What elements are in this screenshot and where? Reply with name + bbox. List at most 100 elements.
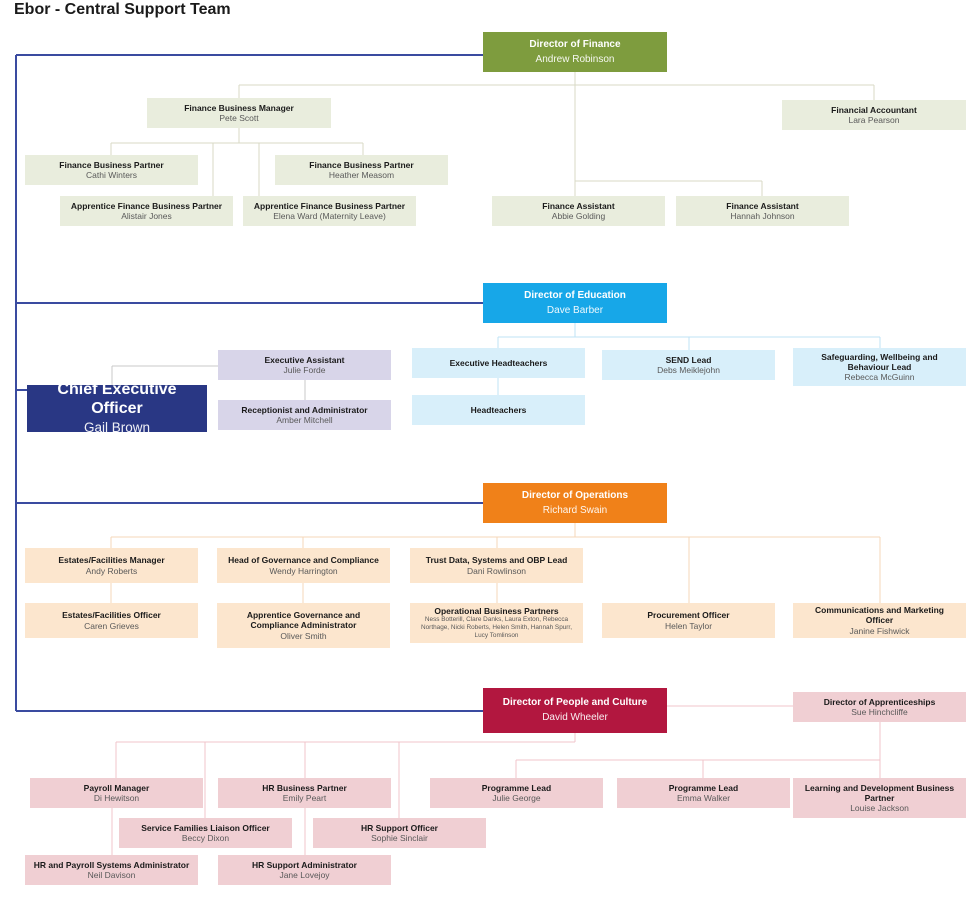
hr-support-administrator-role-label: HR Support Administrator bbox=[252, 859, 357, 870]
procurement-officer-person-name: Helen Taylor bbox=[664, 620, 713, 631]
service-families-liaison-role-label: Service Families Liaison Officer bbox=[141, 822, 270, 833]
director-people-culture-person-name: David Wheeler bbox=[542, 712, 608, 723]
hr-business-partner-person-name: Emily Peart bbox=[282, 793, 327, 803]
executive-headteachers-box: Executive Headteachers bbox=[412, 348, 585, 378]
finance-business-partner-1-role-label: Finance Business Partner bbox=[59, 159, 164, 170]
executive-assistant-role-label: Executive Assistant bbox=[264, 354, 345, 365]
payroll-manager-person-name: Di Hewitson bbox=[93, 793, 140, 803]
programme-lead-1-role-label: Programme Lead bbox=[481, 782, 552, 793]
hr-support-administrator-person-name: Jane Lovejoy bbox=[279, 870, 330, 880]
director-people-culture-role-label: Director of People and Culture bbox=[502, 697, 648, 709]
financial-accountant-person-name: Lara Pearson bbox=[848, 115, 900, 125]
payroll-manager-role-label: Payroll Manager bbox=[83, 782, 150, 793]
hr-payroll-systems-admin-role-label: HR and Payroll Systems Administrator bbox=[33, 859, 190, 870]
head-governance-compliance-person-name: Wendy Harrington bbox=[269, 565, 338, 576]
learning-development-bp-role-label: Learning and Development Business Partne… bbox=[804, 782, 955, 803]
page-title: Ebor - Central Support Team bbox=[14, 1, 231, 18]
communications-marketing-officer-person-name: Janine Fishwick bbox=[849, 625, 910, 636]
programme-lead-2-role-label: Programme Lead bbox=[668, 782, 739, 793]
hr-support-officer-person-name: Sophie Sinclair bbox=[371, 833, 428, 843]
apprentice-fbp-2-role-label: Apprentice Finance Business Partner bbox=[253, 200, 406, 211]
executive-assistant-person-name: Julie Forde bbox=[283, 365, 326, 375]
safeguarding-lead-role-label: Safeguarding, Wellbeing and Behaviour Le… bbox=[821, 351, 938, 372]
director-operations-role-label: Director of Operations bbox=[521, 489, 629, 501]
finance-assistant-2-person-name: Hannah Johnson bbox=[730, 211, 795, 221]
finance-business-partner-1-person-name: Cathi Winters bbox=[85, 170, 137, 180]
hr-business-partner-role-label: HR Business Partner bbox=[262, 782, 347, 793]
estates-facilities-manager-person-name: Andy Roberts bbox=[85, 565, 138, 576]
estates-facilities-manager-role-label: Estates/Facilities Manager bbox=[58, 555, 165, 566]
hr-support-officer-role-label: HR Support Officer bbox=[361, 822, 438, 833]
headteachers-box: Headteachers bbox=[412, 395, 585, 425]
apprentice-fbp-1-role-label: Apprentice Finance Business Partner bbox=[70, 200, 223, 211]
finance-assistant-2-role-label: Finance Assistant bbox=[726, 200, 799, 211]
receptionist-administrator-person-name: Amber Mitchell bbox=[276, 415, 333, 425]
programme-lead-2-person-name: Emma Walker bbox=[676, 793, 731, 803]
communications-marketing-officer-role-label: Communications and Marketing Officer bbox=[815, 605, 944, 626]
operational-business-partners-person-name: Ness Botterill, Clare Danks, Laura Exton… bbox=[421, 616, 572, 639]
director-education-role-label: Director of Education bbox=[524, 289, 626, 301]
apprentice-governance-admin-box: Apprentice Governance and Compliance Adm… bbox=[217, 603, 390, 648]
estates-facilities-officer-person-name: Caren Grieves bbox=[84, 620, 139, 631]
receptionist-administrator-role-label: Receptionist and Administrator bbox=[241, 404, 368, 415]
learning-development-bp-box: Learning and Development Business Partne… bbox=[793, 778, 966, 818]
finance-business-manager-person-name: Pete Scott bbox=[219, 113, 259, 123]
director-operations-person-name: Richard Swain bbox=[542, 504, 608, 516]
service-families-liaison-person-name: Beccy Dixon bbox=[181, 833, 230, 843]
procurement-officer-role-label: Procurement Officer bbox=[647, 610, 730, 621]
finance-assistant-1-role-label: Finance Assistant bbox=[542, 200, 615, 211]
finance-business-manager-role-label: Finance Business Manager bbox=[184, 102, 294, 113]
trust-data-obp-lead-role-label: Trust Data, Systems and OBP Lead bbox=[425, 555, 568, 566]
ceo-person-name: Gail Brown bbox=[83, 420, 151, 436]
head-governance-compliance-role-label: Head of Governance and Compliance bbox=[228, 555, 379, 566]
apprentice-fbp-1-person-name: Alistair Jones bbox=[121, 211, 172, 221]
financial-accountant-role-label: Financial Accountant bbox=[831, 104, 917, 115]
director-finance-person-name: Andrew Robinson bbox=[535, 53, 615, 65]
send-lead-person-name: Debs Meiklejohn bbox=[657, 365, 720, 375]
trust-data-obp-lead-person-name: Dani Rowlinson bbox=[466, 565, 527, 576]
executive-headteachers-role-label: Executive Headteachers bbox=[449, 357, 548, 368]
learning-development-bp-person-name: Louise Jackson bbox=[850, 803, 909, 813]
director-apprenticeships-person-name: Sue Hinchcliffe bbox=[851, 707, 908, 717]
ceo-role-label: Chief Executive Officer bbox=[57, 380, 177, 417]
finance-assistant-1-person-name: Abbie Golding bbox=[551, 211, 606, 221]
send-lead-role-label: SEND Lead bbox=[665, 354, 712, 365]
director-finance-role-label: Director of Finance bbox=[529, 38, 621, 50]
finance-business-partner-2-person-name: Heather Measom bbox=[328, 170, 395, 180]
safeguarding-lead-person-name: Rebecca McGuinn bbox=[844, 372, 915, 382]
estates-facilities-officer-role-label: Estates/Facilities Officer bbox=[62, 610, 161, 621]
finance-business-partner-2-role-label: Finance Business Partner bbox=[309, 159, 414, 170]
programme-lead-1-person-name: Julie George bbox=[492, 793, 541, 803]
director-apprenticeships-role-label: Director of Apprenticeships bbox=[823, 696, 936, 707]
